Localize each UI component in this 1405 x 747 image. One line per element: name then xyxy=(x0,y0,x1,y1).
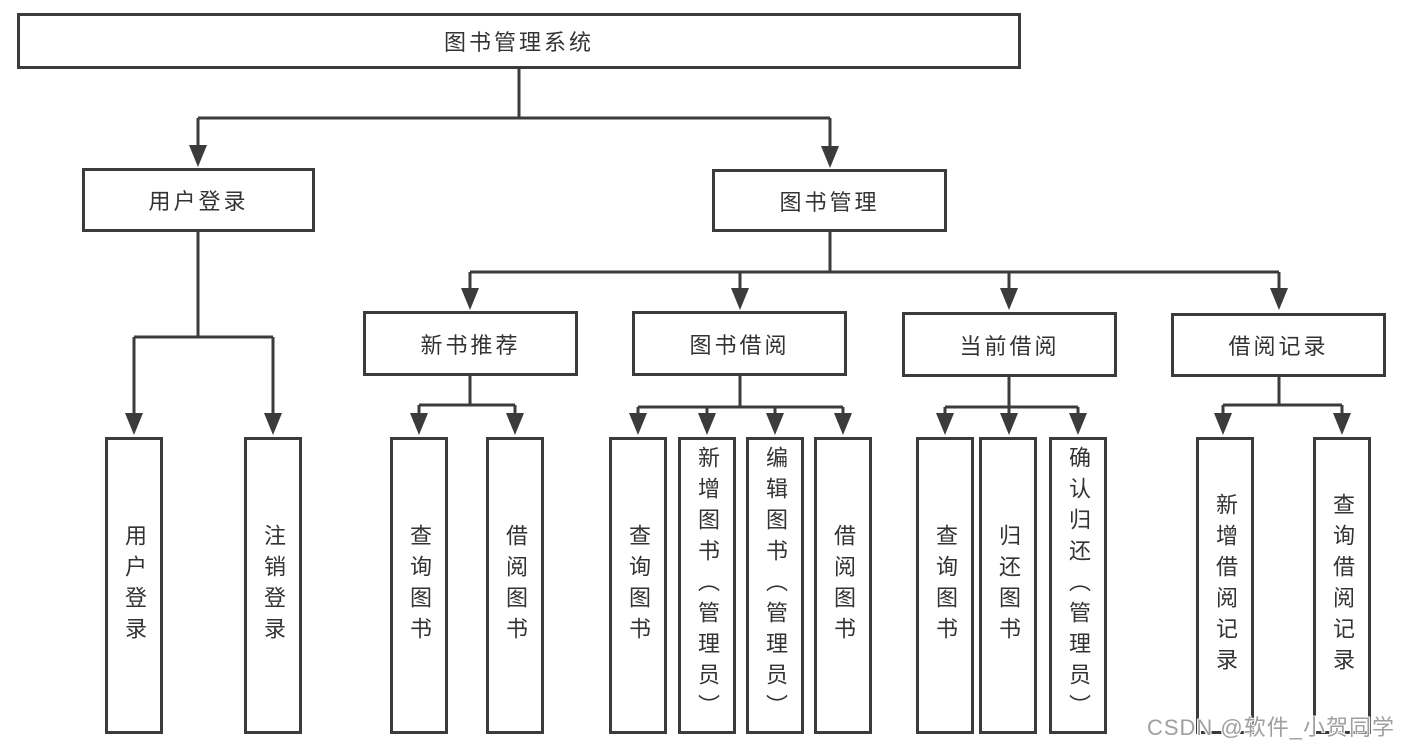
leaf-label: 新增图书（管理员） xyxy=(695,446,720,725)
node-book-management: 图书管理 xyxy=(712,169,947,232)
leaf-query-borrow-record: 查询借阅记录 xyxy=(1313,437,1371,734)
csdn-watermark: CSDN @软件_小贺同学 xyxy=(1146,715,1395,740)
node-user-login: 用户登录 xyxy=(82,168,315,232)
leaf-label: 查询图书 xyxy=(407,523,432,648)
leaf-user-login: 用户登录 xyxy=(105,437,163,734)
leaf-borrow-books-borrowing: 借阅图书 xyxy=(814,437,872,734)
leaf-label: 编辑图书（管理员） xyxy=(763,446,788,725)
leaf-label: 新增借阅记录 xyxy=(1213,492,1238,679)
leaf-return-book: 归还图书 xyxy=(979,437,1037,734)
leaf-add-borrow-record: 新增借阅记录 xyxy=(1196,437,1254,734)
leaf-query-books-current: 查询图书 xyxy=(916,437,974,734)
node-book-borrowing: 图书借阅 xyxy=(632,311,847,376)
node-borrowing-records: 借阅记录 xyxy=(1171,313,1386,377)
leaf-logout: 注销登录 xyxy=(244,437,302,734)
node-current-borrowing: 当前借阅 xyxy=(902,312,1117,377)
leaf-label: 用户登录 xyxy=(122,523,147,648)
leaf-label: 归还图书 xyxy=(996,523,1021,648)
leaf-add-book-admin: 新增图书（管理员） xyxy=(678,437,736,734)
leaf-query-books-borrowing: 查询图书 xyxy=(609,437,667,734)
arrowhead-group xyxy=(125,145,1351,435)
leaf-borrow-books-recommend: 借阅图书 xyxy=(486,437,544,734)
leaf-edit-book-admin: 编辑图书（管理员） xyxy=(746,437,804,734)
node-library-management-system: 图书管理系统 xyxy=(17,13,1021,69)
node-new-book-recommend: 新书推荐 xyxy=(363,311,578,376)
leaf-label: 借阅图书 xyxy=(503,523,528,648)
leaf-label: 借阅图书 xyxy=(831,523,856,648)
leaf-label: 确认归还（管理员） xyxy=(1066,446,1091,725)
leaf-label: 查询借阅记录 xyxy=(1330,492,1355,679)
leaf-query-books-recommend: 查询图书 xyxy=(390,437,448,734)
leaf-label: 注销登录 xyxy=(261,523,286,648)
leaf-confirm-return-admin: 确认归还（管理员） xyxy=(1049,437,1107,734)
leaf-label: 查询图书 xyxy=(933,523,958,648)
leaf-label: 查询图书 xyxy=(626,523,651,648)
